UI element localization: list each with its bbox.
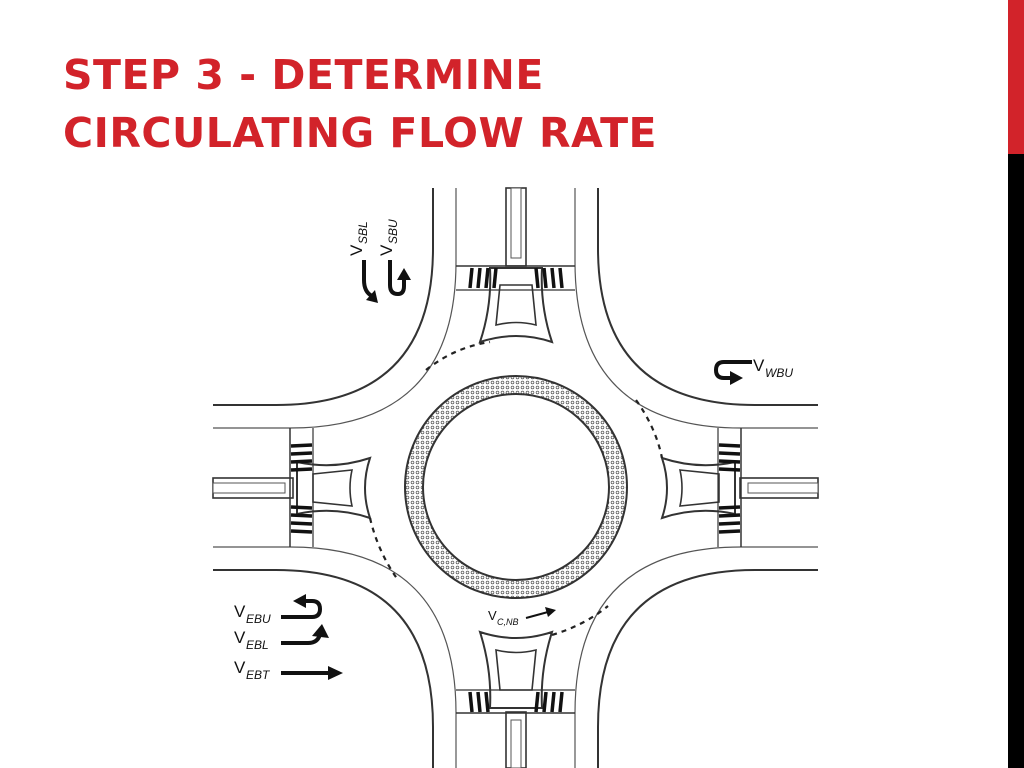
label-v-wbu: V WBU bbox=[753, 356, 793, 380]
north-entry-dash bbox=[425, 340, 491, 371]
v-sbu-main: V bbox=[377, 244, 396, 256]
title-line-1: STEP 3 - DETERMINE bbox=[63, 51, 544, 99]
se-curb-inner bbox=[574, 546, 818, 768]
v-wbu-sub: WBU bbox=[765, 366, 793, 380]
central-island bbox=[404, 375, 628, 599]
v-cnb-sub: C,NB bbox=[497, 617, 519, 627]
v-sbl-sub: SBL bbox=[356, 221, 370, 244]
label-v-ebt: V EBT bbox=[234, 658, 271, 682]
sw-curb-inner bbox=[213, 546, 457, 768]
v-sbu-sub: SBU bbox=[386, 219, 400, 244]
east-splitter-island bbox=[660, 456, 736, 520]
left-turn-arrow-icon bbox=[281, 624, 329, 645]
se-curb-outer bbox=[597, 569, 818, 768]
nw-curb-inner bbox=[213, 188, 457, 429]
south-splitter-island bbox=[478, 630, 554, 709]
title-line-2: CIRCULATING FLOW RATE bbox=[63, 109, 658, 157]
v-ebl-main: V bbox=[234, 628, 246, 647]
label-v-ebu: V EBU bbox=[234, 602, 271, 626]
v-ebt-main: V bbox=[234, 658, 246, 677]
south-stop-lines bbox=[456, 689, 575, 714]
v-cnb-main: V bbox=[488, 608, 497, 623]
north-median bbox=[505, 187, 527, 267]
u-turn-arrow-icon bbox=[388, 260, 411, 296]
west-median bbox=[212, 477, 294, 499]
v-ebu-sub: EBU bbox=[246, 612, 271, 626]
u-turn-arrow-icon bbox=[281, 594, 322, 619]
v-wbu-main: V bbox=[753, 356, 765, 375]
v-ebt-sub: EBT bbox=[246, 668, 271, 682]
south-median bbox=[505, 711, 527, 768]
south-crosswalk bbox=[468, 691, 564, 713]
label-v-ebl: V EBL bbox=[234, 628, 269, 652]
east-median bbox=[739, 477, 819, 499]
south-entry-dash bbox=[551, 605, 609, 637]
ne-curb-outer bbox=[597, 188, 818, 406]
accent-bar-black bbox=[1008, 154, 1024, 768]
east-entry-dash bbox=[635, 399, 664, 459]
west-crosswalk bbox=[290, 443, 313, 534]
left-turn-arrow-icon bbox=[362, 260, 378, 303]
label-v-c-nb: V C,NB bbox=[488, 608, 519, 627]
west-stop-lines bbox=[289, 428, 314, 547]
nw-curb-outer bbox=[213, 188, 434, 406]
circulating-flow-arrow-icon bbox=[525, 607, 556, 619]
north-stop-lines bbox=[456, 265, 575, 291]
west-splitter-island bbox=[296, 456, 372, 520]
east-crosswalk bbox=[718, 443, 741, 534]
east-stop-lines bbox=[717, 428, 742, 547]
accent-bar-red bbox=[1008, 0, 1024, 154]
north-splitter-island bbox=[478, 267, 554, 344]
west-entry-dash bbox=[368, 517, 399, 581]
sw-curb-outer bbox=[213, 569, 434, 768]
north-crosswalk bbox=[468, 267, 564, 289]
u-turn-arrow-icon bbox=[714, 360, 752, 385]
v-ebl-sub: EBL bbox=[246, 638, 269, 652]
v-ebu-main: V bbox=[234, 602, 246, 621]
v-sbl-main: V bbox=[347, 244, 366, 256]
through-arrow-icon bbox=[281, 666, 343, 680]
label-v-sbl: V SBL bbox=[347, 221, 370, 256]
ne-curb-inner bbox=[574, 188, 818, 429]
label-v-sbu: V SBU bbox=[377, 219, 400, 256]
slide-title: STEP 3 - DETERMINE CIRCULATING FLOW RATE bbox=[63, 46, 657, 162]
